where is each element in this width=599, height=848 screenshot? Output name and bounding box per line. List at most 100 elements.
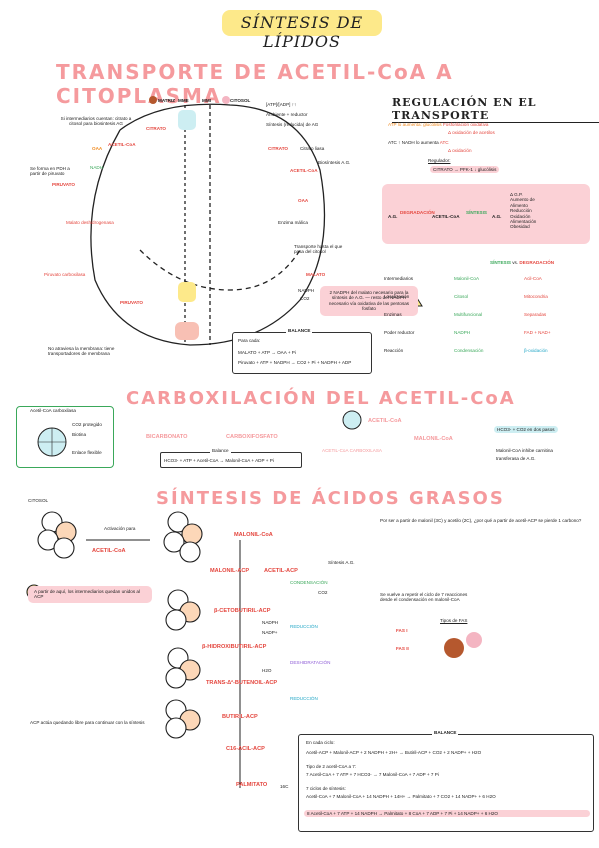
fas-nadp: NADP+ — [262, 630, 278, 635]
fas-condens: CONDENSACIÓN — [290, 580, 328, 585]
fas-left-note2: ACP actúa quedando libre para continuar … — [30, 720, 145, 725]
transporter-bottom — [175, 322, 199, 340]
section-fas-title: SÍNTESIS DE ÁCIDOS GRASOS — [156, 488, 505, 509]
nadph-label: NADPH — [298, 288, 315, 293]
citosol-icon — [222, 96, 230, 104]
fas-c16b: 16C — [280, 784, 289, 789]
reg-box-ac: ACETIL-CoA — [432, 214, 460, 219]
carboxifosfato-label: CARBOXIFOSFATO — [226, 434, 278, 440]
citrato-matrix: CITRATO — [146, 126, 166, 131]
regulation-title: REGULACIÓN EN EL TRANSPORTE — [392, 96, 599, 123]
transport-balance-title: BALANCE — [286, 328, 313, 334]
reg-l2: ATC ↑ NADH lo aumenta ATC — [388, 140, 449, 145]
cmp-head: SÍNTESIS vs. DEGRADACIÓN — [490, 260, 555, 265]
fas-tipos: Tipos de FAS — [440, 618, 468, 623]
fas-malonil-acp: MALONIL-ACP — [210, 568, 250, 574]
fas-ceto: β-CETOBUTIRIL-ACP — [214, 608, 271, 614]
bicarbonato-label: BICARBONATO — [146, 434, 188, 440]
fas-left-note1: A partir de aquí, los intermediarios que… — [28, 586, 152, 603]
fas-deshid: DESHIDRATACIÓN — [290, 660, 331, 665]
acetilcoa-carbox: ACETIL-CoA — [368, 418, 402, 424]
reg-l1: ATP lo aumenta: glucólisis Fosforilación… — [388, 122, 489, 127]
fas-nadph: NADPH — [262, 620, 279, 625]
title-highlight — [222, 10, 382, 36]
fas-acetil-acp: ACETIL-ACP — [264, 568, 298, 574]
nadh-label: NADH — [90, 165, 104, 170]
fas-bal-l1: En cada ciclo: — [306, 740, 335, 745]
fas-acetil: ACETIL-CoA — [92, 548, 126, 554]
section-transporte-title: TRANSPORTE DE ACETIL-CoA A CITOPLASMA — [56, 60, 454, 108]
reg-box-deg: DEGRADACIÓN — [400, 210, 435, 215]
oaa-citosol: OAA — [298, 198, 309, 203]
fas-reduc: REDUCCIÓN — [290, 624, 318, 629]
carbox-balance-title: Balance — [210, 448, 231, 454]
fas-c16: C16-ACIL-ACP — [226, 746, 265, 752]
fas-fas2: FAS II — [396, 646, 409, 651]
transporter-mid — [178, 282, 196, 302]
pdh-note: Se forma en PDH a partir de piruvato — [30, 166, 70, 177]
fas-hidroxi: β-HIDROXIBUTIRIL-ACP — [202, 644, 267, 650]
carbox-side3: transferasa de A.G. — [496, 456, 536, 461]
fas-sintesis-ag: Síntesis A.G. — [328, 560, 355, 565]
piruvato-citosol: PIRUVATO — [120, 300, 143, 305]
label-matriz: MATRIZ — [158, 98, 176, 103]
bottom-note: No atraviesa la membrana: tiene transpor… — [48, 346, 115, 357]
carbox-enzyme-box — [16, 406, 114, 468]
fas-trans: TRANS-Δ²-BUTENOIL-ACP — [206, 680, 278, 686]
fas-note-top: Por ser a partir de malonil (3C) y aceti… — [380, 518, 582, 523]
top-eq1: [ATP]/[ADP] ↑↑ — [266, 102, 297, 107]
transport-cycle — [90, 103, 326, 346]
section-carbox-title: CARBOXILACIÓN DEL ACETIL-CoA — [126, 388, 516, 409]
warning-note: 2 NADPH del malato necesario para la sín… — [320, 286, 418, 316]
reg-citrato: CITRATO → PFK-1 ↓ glucólisis — [430, 166, 500, 174]
reg-l2c: Δ oxidación — [448, 148, 472, 153]
carbox-balance-eq: HCO3- + ATP + Acetil-CoA → Malonil-CoA +… — [164, 458, 274, 463]
mdh-label: Malato deshidrogenasa — [66, 220, 114, 225]
citrato-liasa: Citrato liasa — [300, 146, 325, 151]
malonilcoa-carbox: MALONIL-CoA — [414, 436, 453, 442]
transport-balance-l1: Para cada: — [238, 338, 261, 343]
reg-box-ag: A.G. — [388, 214, 398, 219]
malato-citosol: MALATO — [306, 272, 326, 277]
fas-butiril: BUTIRIL-ACP — [222, 714, 258, 720]
top-eq2: Ambiente + reductor — [266, 112, 308, 117]
oaa-matrix: OAA — [92, 146, 103, 151]
piruvato-matrix: PIRUVATO — [52, 182, 75, 187]
fas-malonil-coa: MALONIL-CoA — [234, 532, 273, 538]
fas-fas1: FAS I — [396, 628, 408, 633]
top-eq3: Síntesis (reducida) de AG — [266, 122, 319, 127]
fas-palmitato: PALMITATO — [236, 782, 268, 788]
fas-bal-l5: 7 ciclos de síntesis: — [306, 786, 346, 791]
citrato-icon-matrix — [149, 96, 157, 104]
reg-box-sint: SÍNTESIS — [466, 210, 487, 215]
biosintesis-label: Biosíntesis A.G. — [318, 160, 351, 165]
fas-balance-box — [298, 734, 594, 832]
carbox-balance-box — [160, 452, 302, 468]
fas-bal-l3: Tipo de 2 acetil-CoA a 7: — [306, 764, 357, 769]
reg-box-ag2: A.G. — [492, 214, 502, 219]
carbox-e1: CO2 protegido — [72, 422, 102, 427]
carbox-enzyme-label: Acetil-CoA carboxilasa — [30, 408, 76, 413]
transporte-note: Transporte hasta el que pasa del citosol — [294, 244, 343, 255]
carbox-side1: HCO3- + CO2 en dos pasos — [494, 426, 558, 434]
piruvato-carb-label: Piruvato carboxilasa — [44, 272, 86, 277]
reg-l1c: Δ oxidación de acetilos — [448, 130, 495, 135]
carbox-e2: Biotina — [72, 432, 87, 437]
label-mmi: MMI — [202, 98, 211, 103]
carbox-e3: Enlace flexible — [72, 450, 102, 455]
fas-reduc2: REDUCCIÓN — [290, 696, 318, 701]
fas-h2o: H2O — [262, 668, 272, 673]
carbox-biotina-label: ACETIL-CoA CARBOXILASA — [322, 448, 382, 453]
transporter-top — [178, 110, 196, 130]
transport-balance-box — [232, 332, 372, 374]
acetilcoa-matrix: ACETIL-CoA — [108, 142, 136, 147]
fas-citosol: CITOSOL — [28, 498, 49, 503]
label-citosol: CITOSOL — [230, 98, 251, 103]
reg-pathway-box — [382, 184, 590, 244]
